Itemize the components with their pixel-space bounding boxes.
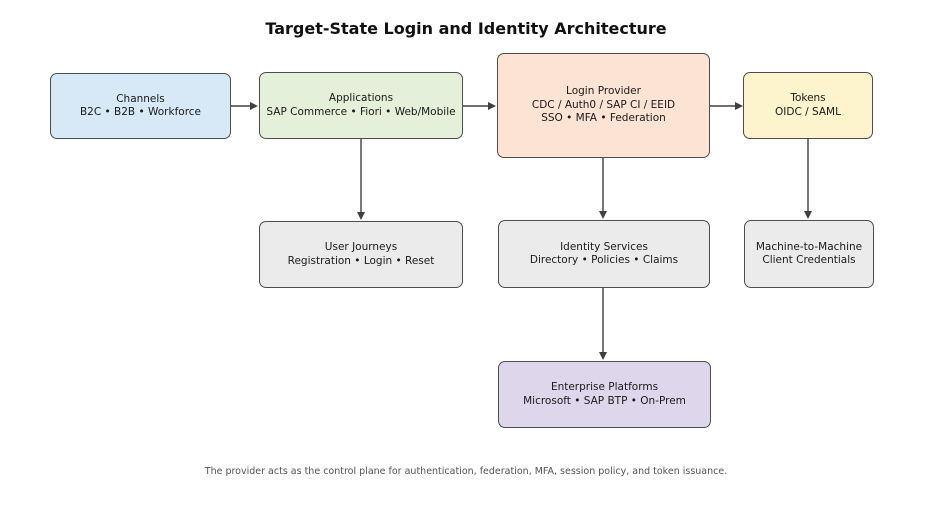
box-channels: Channels B2C • B2B • Workforce bbox=[50, 73, 231, 139]
box-login-provider-title: Login Provider bbox=[566, 85, 641, 98]
box-machine-to-machine-subtitle: Client Credentials bbox=[762, 254, 856, 266]
box-machine-to-machine-title: Machine-to-Machine bbox=[755, 240, 863, 253]
box-login-provider-subtitle2: SSO • MFA • Federation bbox=[541, 112, 666, 125]
box-login-provider: Login Provider CDC / Auth0 / SAP CI / EE… bbox=[497, 53, 710, 158]
box-login-provider-subtitle: CDC / Auth0 / SAP CI / EEID bbox=[531, 98, 676, 111]
box-user-journeys-title: User Journeys bbox=[324, 241, 398, 253]
box-identity-services-title: Identity Services bbox=[560, 240, 648, 253]
box-channels-title: Channels bbox=[116, 92, 165, 105]
box-identity-services-subtitle: Directory • Policies • Claims bbox=[529, 254, 679, 266]
box-user-journeys-subtitle: Registration • Login • Reset bbox=[287, 254, 435, 267]
box-tokens-subtitle: OIDC / SAML bbox=[775, 105, 841, 118]
box-applications: Applications SAP Commerce • Fiori • Web/… bbox=[259, 72, 463, 139]
diagram-title: Target-State Login and Identity Architec… bbox=[265, 19, 667, 38]
box-machine-to-machine: Machine-to-Machine Client Credentials bbox=[744, 220, 874, 288]
box-tokens: Tokens OIDC / SAML bbox=[743, 72, 873, 139]
box-enterprise-platforms: Enterprise Platforms Microsoft • SAP BTP… bbox=[498, 361, 711, 428]
box-applications-title: Applications bbox=[328, 92, 394, 104]
box-enterprise-platforms-title: Enterprise Platforms bbox=[550, 381, 659, 393]
box-user-journeys: User Journeys Registration • Login • Res… bbox=[259, 221, 463, 288]
box-enterprise-platforms-subtitle: Microsoft • SAP BTP • On-Prem bbox=[523, 394, 686, 407]
box-channels-subtitle: B2C • B2B • Workforce bbox=[79, 106, 202, 118]
box-applications-subtitle: SAP Commerce • Fiori • Web/Mobile bbox=[266, 105, 456, 118]
box-tokens-title: Tokens bbox=[790, 92, 826, 104]
footer-note: The provider acts as the control plane f… bbox=[204, 466, 728, 477]
box-identity-services: Identity Services Directory • Policies •… bbox=[498, 220, 710, 288]
